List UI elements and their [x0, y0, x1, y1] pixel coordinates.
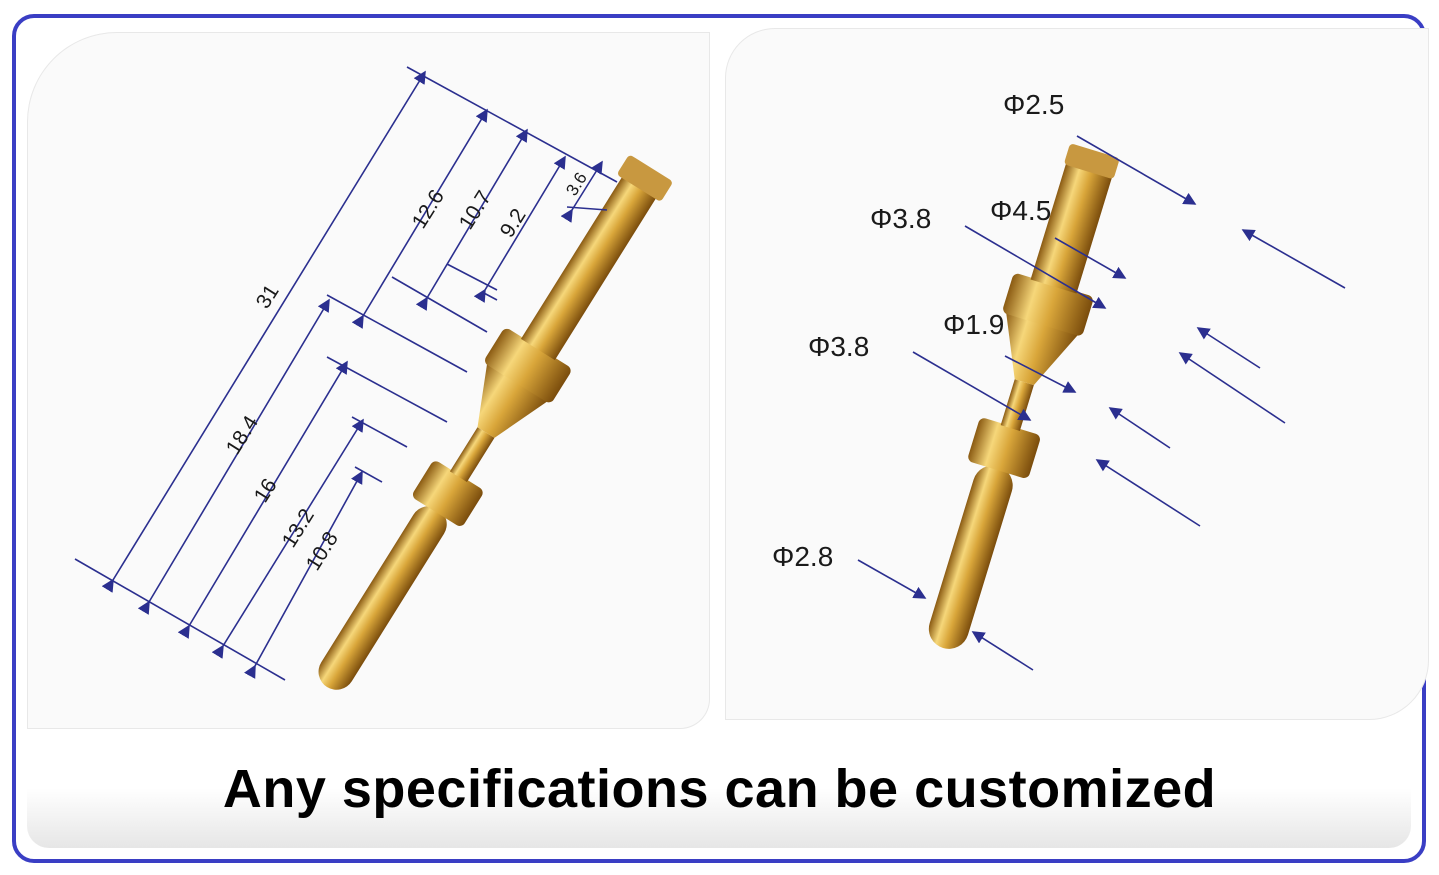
- length-label-31: 31: [252, 281, 284, 313]
- length-label-9-2: 9.2: [496, 205, 531, 242]
- length-label-18-4: 18.4: [222, 412, 263, 459]
- diameter-diagram-panel: Φ2.5 Φ3.8 Φ4.5 Φ1.9 Φ3.8 Φ2.8: [725, 28, 1429, 720]
- diameter-label-3-8-upper: Φ3.8: [870, 203, 931, 234]
- length-diagram: 31 18.4 16 13.2 10.8 12.6 10.7 9.2 3.6: [74, 66, 672, 690]
- contact-pin: [928, 144, 1119, 649]
- length-diagram-panel: 31 18.4 16 13.2 10.8 12.6 10.7 9.2 3.6: [27, 32, 710, 729]
- length-label-3-6: 3.6: [562, 169, 591, 199]
- caption: Any specifications can be customized: [222, 759, 1217, 819]
- caption-band: [27, 740, 1411, 848]
- length-label-12-6: 12.6: [408, 186, 449, 233]
- contact-pin: [318, 155, 672, 690]
- dimension-lines: [857, 135, 1346, 671]
- dimension-lines: [74, 66, 618, 681]
- diameter-label-2-5: Φ2.5: [1003, 89, 1064, 120]
- diameter-label-3-8-lower: Φ3.8: [808, 331, 869, 362]
- diameter-label-1-9: Φ1.9: [943, 309, 1004, 340]
- diameter-label-2-8: Φ2.8: [772, 541, 833, 572]
- diameter-diagram: Φ2.5 Φ3.8 Φ4.5 Φ1.9 Φ3.8 Φ2.8: [772, 89, 1346, 671]
- diameter-label-4-5: Φ4.5: [990, 195, 1051, 226]
- length-label-10-8: 10.8: [302, 528, 343, 575]
